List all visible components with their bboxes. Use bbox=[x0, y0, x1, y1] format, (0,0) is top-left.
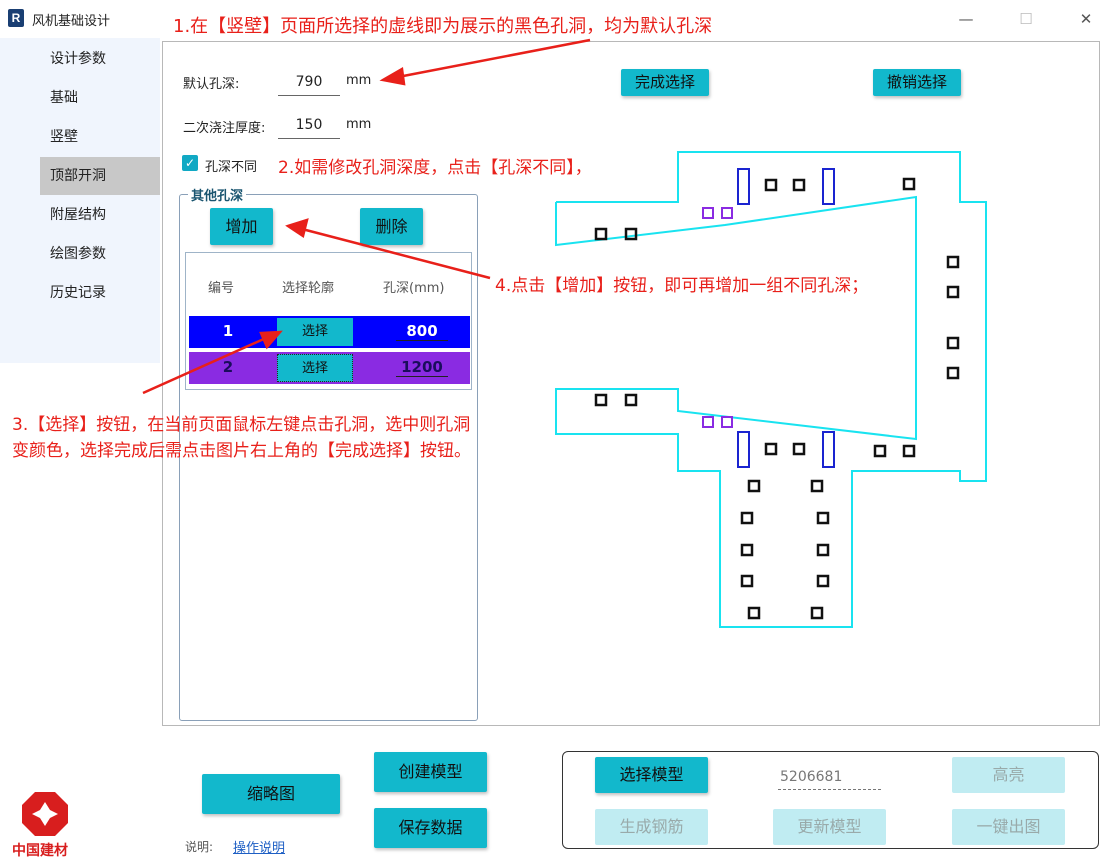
sidebar: 设计参数 基础 竖壁 顶部开洞 附屋结构 绘图参数 历史记录 bbox=[0, 38, 160, 363]
sidebar-item-drawing-params[interactable]: 绘图参数 bbox=[50, 246, 106, 262]
row-select-button[interactable]: 选择 bbox=[277, 318, 353, 346]
hole bbox=[624, 393, 638, 407]
hole bbox=[816, 543, 830, 557]
grout-thickness-label: 二次浇注厚度: bbox=[183, 121, 266, 136]
maximize-button[interactable]: ☐ bbox=[1019, 10, 1033, 28]
minimize-button[interactable]: — bbox=[958, 10, 974, 28]
hole bbox=[946, 285, 960, 299]
annotation-1: 1.在【竖壁】页面所选择的虚线即为展示的黑色孔洞，均为默认孔深 bbox=[173, 16, 713, 37]
hole-selected-1 bbox=[737, 431, 750, 468]
annotation-3: 3.【选择】按钮，在当前页面鼠标左键点击孔洞，选中则孔洞变颜色，选择完成后需点击… bbox=[12, 415, 471, 461]
sidebar-item-design-params[interactable]: 设计参数 bbox=[50, 51, 106, 67]
hole bbox=[816, 511, 830, 525]
hole bbox=[792, 178, 806, 192]
create-model-button[interactable]: 创建模型 bbox=[374, 752, 487, 792]
hole bbox=[594, 393, 608, 407]
hole bbox=[946, 336, 960, 350]
default-depth-label: 默认孔深: bbox=[183, 77, 240, 92]
hole-selected-2 bbox=[702, 207, 714, 219]
diff-depth-checkbox[interactable]: ✓ bbox=[182, 155, 198, 171]
diff-depth-label: 孔深不同 bbox=[205, 160, 258, 175]
row-depth-input[interactable]: 1200 bbox=[396, 358, 448, 377]
save-data-button[interactable]: 保存数据 bbox=[374, 808, 487, 848]
row-id: 2 bbox=[222, 358, 234, 376]
hole bbox=[764, 442, 778, 456]
hole-selected-2 bbox=[702, 416, 714, 428]
generate-rebar-button[interactable]: 生成钢筋 bbox=[595, 809, 708, 845]
hole bbox=[902, 177, 916, 191]
title-bar bbox=[0, 0, 1115, 38]
annotation-2: 2.如需修改孔洞深度，点击【孔深不同】， bbox=[278, 158, 592, 178]
column-header-outline: 选择轮廓 bbox=[282, 281, 335, 296]
note-label: 说明: bbox=[185, 840, 214, 854]
hole-selected-1 bbox=[822, 168, 835, 205]
hole bbox=[740, 574, 754, 588]
column-header-depth: 孔深(mm) bbox=[383, 281, 445, 296]
app-icon: R bbox=[8, 9, 24, 27]
hole-selected-1 bbox=[822, 431, 835, 468]
hole bbox=[747, 606, 761, 620]
sidebar-item-wall[interactable]: 竖壁 bbox=[50, 129, 78, 145]
company-logo-icon bbox=[22, 792, 68, 836]
hole bbox=[792, 442, 806, 456]
hole bbox=[810, 606, 824, 620]
model-command-box bbox=[562, 751, 1099, 849]
row-depth-input[interactable]: 800 bbox=[396, 322, 448, 341]
other-depth-title: 其他孔深 bbox=[188, 185, 247, 204]
sidebar-item-history[interactable]: 历史记录 bbox=[50, 285, 106, 301]
hole bbox=[740, 543, 754, 557]
column-header-id: 编号 bbox=[208, 281, 235, 296]
company-logo-text: 中国建材 bbox=[12, 843, 68, 859]
cancel-select-button[interactable]: 撤销选择 bbox=[873, 69, 961, 96]
help-link[interactable]: 操作说明 bbox=[233, 841, 286, 856]
default-depth-unit: mm bbox=[346, 73, 372, 88]
grout-thickness-unit: mm bbox=[346, 117, 372, 132]
hole bbox=[946, 255, 960, 269]
hole-selected-1 bbox=[737, 168, 750, 205]
add-button[interactable]: 增加 bbox=[210, 208, 273, 245]
hole bbox=[740, 511, 754, 525]
foundation-plan-canvas[interactable] bbox=[550, 145, 995, 635]
annotation-4: 4.点击【增加】按钮，即可再增加一组不同孔深； bbox=[495, 276, 869, 296]
default-depth-input[interactable]: 790 bbox=[278, 70, 340, 96]
hole-selected-2 bbox=[721, 207, 733, 219]
delete-button[interactable]: 删除 bbox=[360, 208, 423, 245]
grout-thickness-input[interactable]: 150 bbox=[278, 113, 340, 139]
row-select-button[interactable]: 选择 bbox=[277, 354, 353, 382]
outline-top bbox=[555, 151, 987, 628]
hole bbox=[816, 574, 830, 588]
export-drawing-button[interactable]: 一键出图 bbox=[952, 809, 1065, 845]
sidebar-item-attached-structure[interactable]: 附屋结构 bbox=[50, 207, 106, 223]
sidebar-item-foundation[interactable]: 基础 bbox=[50, 90, 78, 106]
hole bbox=[873, 444, 887, 458]
window-title: 风机基础设计 bbox=[32, 14, 111, 29]
hole bbox=[624, 227, 638, 241]
hole bbox=[902, 444, 916, 458]
thumbnail-button[interactable]: 缩略图 bbox=[202, 774, 340, 814]
hole bbox=[594, 227, 608, 241]
close-button[interactable]: ✕ bbox=[1079, 10, 1093, 28]
finish-select-button[interactable]: 完成选择 bbox=[621, 69, 709, 96]
hole bbox=[764, 178, 778, 192]
hole bbox=[946, 366, 960, 380]
update-model-button[interactable]: 更新模型 bbox=[773, 809, 886, 845]
select-model-button[interactable]: 选择模型 bbox=[595, 757, 708, 793]
highlight-button[interactable]: 高亮 bbox=[952, 757, 1065, 793]
model-id-field[interactable]: 5206681 bbox=[778, 766, 881, 790]
hole bbox=[747, 479, 761, 493]
sidebar-item-top-opening[interactable]: 顶部开洞 bbox=[40, 157, 160, 195]
hole bbox=[810, 479, 824, 493]
hole-selected-2 bbox=[721, 416, 733, 428]
other-depth-group bbox=[179, 194, 478, 721]
row-id: 1 bbox=[222, 322, 234, 340]
